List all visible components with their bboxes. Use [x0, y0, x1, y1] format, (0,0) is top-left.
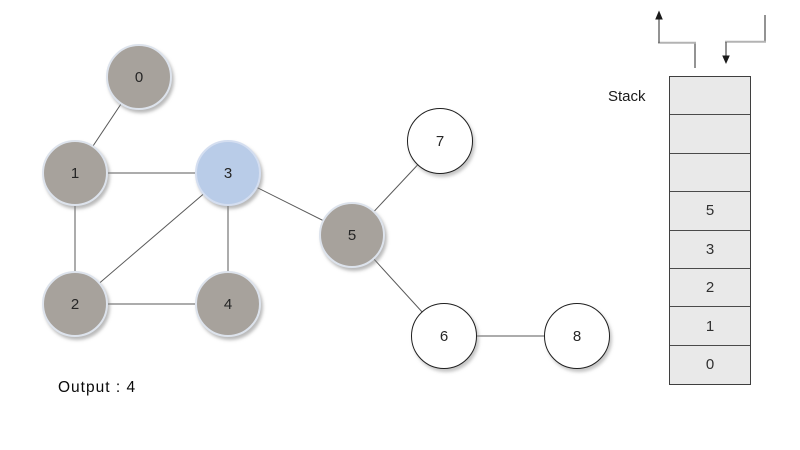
push-arrow-icon — [722, 15, 766, 64]
stack-cell-0 — [670, 77, 750, 116]
graph-node-1: 1 — [42, 140, 108, 206]
graph-node-7: 7 — [407, 108, 473, 174]
stack-cell-5: 2 — [670, 268, 750, 308]
stack-cell-2 — [670, 153, 750, 193]
graph-node-2: 2 — [42, 271, 108, 337]
output-label: Output : 4 — [58, 379, 137, 396]
stack-cell-1 — [670, 115, 750, 154]
stack-cell-3: 5 — [670, 192, 750, 231]
graph-edges — [74, 76, 577, 337]
graph-node-8: 8 — [544, 303, 610, 369]
graph-node-6: 6 — [411, 303, 477, 369]
graph-node-4: 4 — [195, 271, 261, 337]
graph-node-0: 0 — [106, 44, 172, 110]
pop-arrow-icon — [655, 10, 696, 68]
stack-cell-7: 0 — [670, 345, 750, 385]
stack-cell-6: 1 — [670, 307, 750, 346]
graph-node-3: 3 — [195, 140, 261, 206]
graph-node-5: 5 — [319, 202, 385, 268]
stack-label: Stack — [608, 88, 646, 105]
stack-cell-4: 3 — [670, 230, 750, 269]
